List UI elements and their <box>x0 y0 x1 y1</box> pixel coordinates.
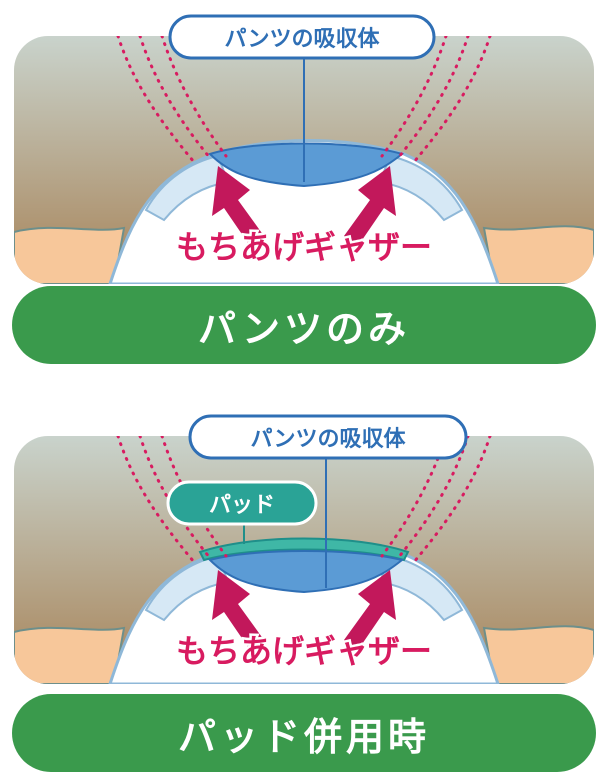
lift-arrow-left-icon <box>212 166 264 246</box>
absorber-callout-label: パンツの吸収体 <box>250 427 406 452</box>
with-pad-illustration: パンツの吸収体 パッド もちあげギャザー <box>14 414 594 684</box>
pad-shape <box>198 537 410 562</box>
absorber-callout-box <box>188 414 468 460</box>
absorber-shape <box>208 550 405 594</box>
dotted-line-left-2 <box>138 436 212 560</box>
diagram-pants-only: パンツの吸収体 もちあげギャザー <box>14 14 594 284</box>
lift-arrow-right-icon <box>344 166 396 246</box>
dotted-line-right-1 <box>412 436 492 564</box>
absorber-callout-box <box>168 14 436 60</box>
gather-right <box>378 154 464 222</box>
lift-arrow-left-icon <box>212 570 264 650</box>
skin-left <box>14 626 126 684</box>
pad-callout-box <box>166 480 318 526</box>
gather-left <box>144 154 230 222</box>
dotted-line-left-1 <box>116 436 196 564</box>
dotted-line-left-3 <box>160 36 228 158</box>
dotted-line-right-2 <box>396 436 470 560</box>
gather-label: もちあげギャザー <box>176 632 432 670</box>
diagram-with-pad: パンツの吸収体 パッド もちあげギャザー <box>14 414 594 684</box>
pad-callout-label: パッド <box>209 493 275 518</box>
dotted-line-left-1 <box>116 36 196 164</box>
absorber-callout-label: パンツの吸収体 <box>224 27 380 52</box>
dotted-line-right-1 <box>412 36 492 164</box>
pants-only-illustration: パンツの吸収体 もちあげギャザー <box>14 14 594 284</box>
skin-right <box>482 225 594 284</box>
gather-label: もちあげギャザー <box>176 228 432 266</box>
skin-right <box>482 625 594 684</box>
dotted-line-right-3 <box>380 36 448 158</box>
caption-with-pad: パッド併用時 <box>12 694 596 772</box>
absorber-shape <box>208 142 405 188</box>
dotted-line-left-2 <box>138 36 212 160</box>
lift-arrow-right-icon <box>344 570 396 650</box>
dotted-line-right-2 <box>396 36 470 160</box>
skin-left <box>14 226 126 284</box>
caption-pants-only: パンツのみ <box>12 286 596 364</box>
